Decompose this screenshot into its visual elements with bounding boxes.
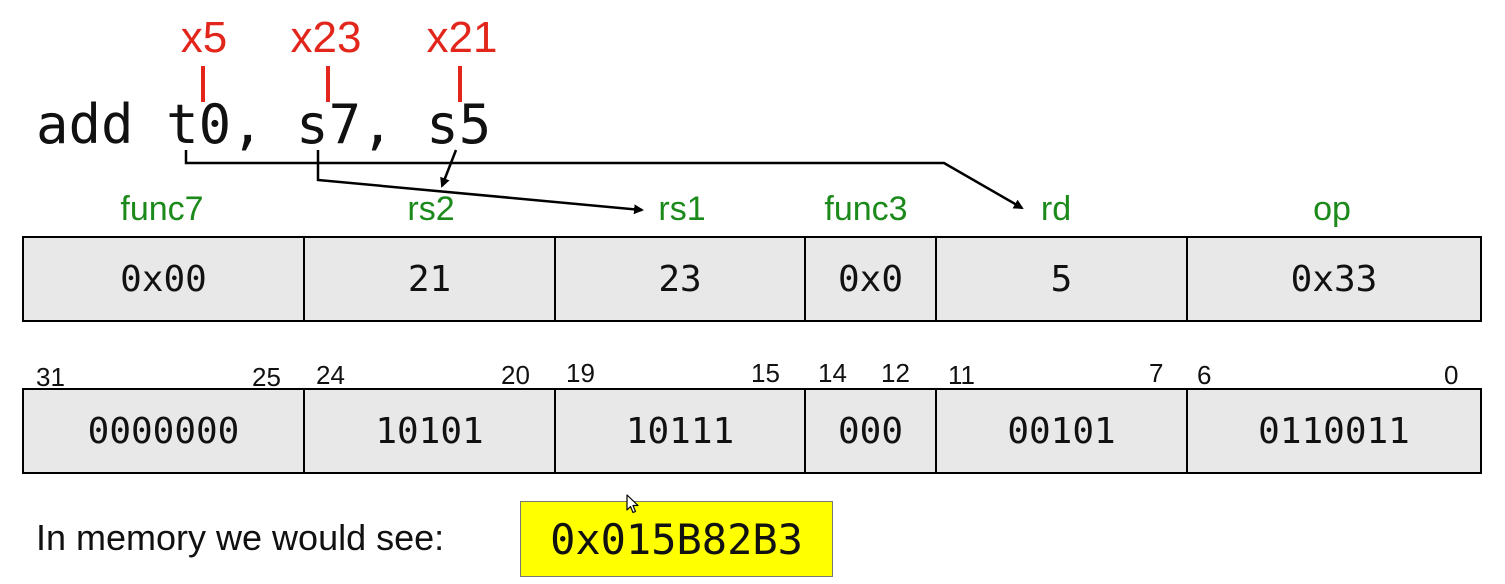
separator: , <box>231 93 264 156</box>
rd-arrow <box>184 150 1024 210</box>
bit-number: 20 <box>501 360 530 390</box>
instruction-rs2: s5 <box>426 93 492 156</box>
rs1-arrow <box>316 150 644 215</box>
assembly-instruction: add t0, s7, s5 <box>36 98 491 152</box>
binary-cell-func3: 000 <box>806 390 937 472</box>
binary-values-row: 0000000 10101 10111 000 00101 0110011 <box>22 388 1482 474</box>
bit-number: 7 <box>1149 358 1164 388</box>
bit-number: 14 <box>818 358 847 388</box>
bit-number: 11 <box>948 360 975 390</box>
field-name-func7: func7 <box>120 190 204 228</box>
rd-register-number: x5 <box>180 13 228 62</box>
rs2-register-number: x21 <box>426 13 498 62</box>
bit-number: 6 <box>1197 360 1212 390</box>
memory-label: In memory we would see: <box>36 517 445 558</box>
rs1-register-number: x23 <box>290 13 362 62</box>
field-name-func3: func3 <box>824 190 908 228</box>
instruction-rd: t0 <box>166 93 232 156</box>
value-cell-rs1: 23 <box>556 238 806 320</box>
value-cell-rs2: 21 <box>305 238 556 320</box>
bit-number: 25 <box>252 362 281 392</box>
instruction-rs1: s7 <box>296 93 362 156</box>
mouse-cursor-icon <box>626 494 639 514</box>
binary-cell-rs1: 10111 <box>556 390 806 472</box>
bit-number: 31 <box>36 362 65 392</box>
binary-cell-rs2: 10101 <box>305 390 556 472</box>
bit-number: 19 <box>566 358 595 388</box>
binary-cell-op: 0110011 <box>1258 410 1410 452</box>
bit-number: 24 <box>316 360 345 390</box>
value-cell-op: 0x33 <box>1290 258 1378 300</box>
bit-number: 15 <box>751 358 780 388</box>
field-name-rs2: rs2 <box>407 190 455 228</box>
field-name-rs1: rs1 <box>658 190 706 228</box>
instruction-mnemonic: add <box>36 93 134 156</box>
binary-cell-rd: 00101 <box>937 390 1188 472</box>
bit-number: 12 <box>881 358 910 388</box>
field-name-op: op <box>1313 190 1351 228</box>
separator: , <box>361 93 394 156</box>
memory-value: 0x015B82B3 <box>550 514 803 564</box>
rs2-arrow <box>440 149 458 188</box>
value-cell-func3: 0x0 <box>806 238 937 320</box>
memory-value-highlight: 0x015B82B3 <box>520 501 833 577</box>
bit-number: 0 <box>1444 360 1459 390</box>
field-name-rd: rd <box>1040 190 1072 228</box>
binary-cell-func7: 0000000 <box>24 390 305 472</box>
field-values-row: 0x00 21 23 0x0 5 0x33 <box>22 236 1482 322</box>
value-cell-func7: 0x00 <box>24 238 305 320</box>
value-cell-rd: 5 <box>937 238 1188 320</box>
